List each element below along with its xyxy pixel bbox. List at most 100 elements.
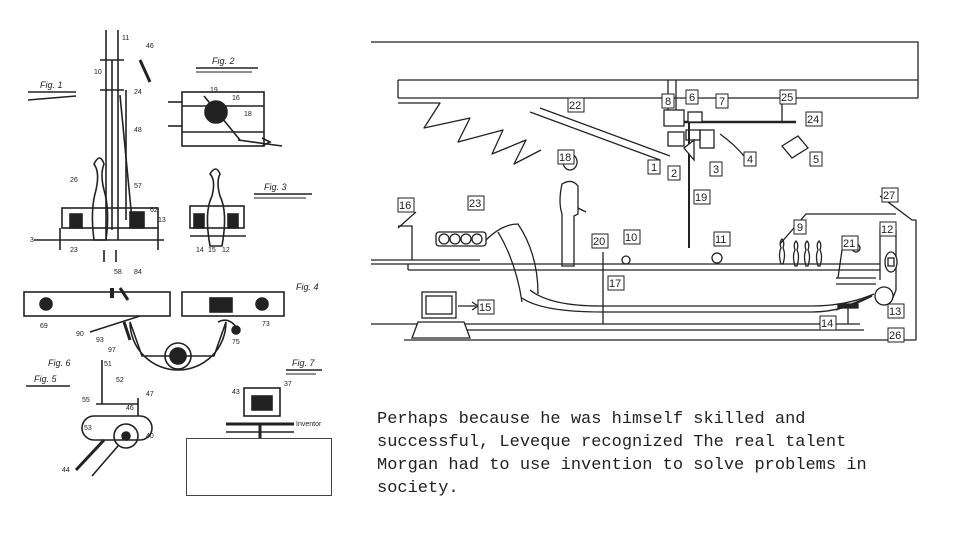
- patent-ref: 97: [108, 347, 116, 354]
- patent-fig-6: [226, 369, 322, 440]
- patent-ref: 51: [104, 361, 112, 368]
- patent-ref: 24: [134, 89, 142, 96]
- callout-26: 26: [887, 327, 905, 343]
- patent-ref: 23: [70, 247, 78, 254]
- patent-ref: 48: [134, 127, 142, 134]
- svg-text:8: 8: [665, 96, 671, 108]
- patent-ref: 62: [150, 207, 158, 214]
- callout-23: 23: [467, 195, 485, 211]
- bowling-lane-diagram: [371, 41, 919, 341]
- callout-3: 3: [709, 161, 723, 177]
- callout-13: 13: [887, 303, 905, 319]
- patent-fig-1: [27, 30, 164, 262]
- svg-text:12: 12: [881, 224, 893, 236]
- svg-text:11: 11: [715, 234, 726, 246]
- fig-label-5: Fig. 5: [34, 374, 58, 384]
- patent-fig-5: [26, 360, 153, 477]
- svg-text:13: 13: [889, 306, 901, 318]
- svg-text:10: 10: [625, 232, 637, 244]
- svg-text:21: 21: [843, 238, 855, 250]
- svg-text:20: 20: [593, 236, 605, 248]
- patent-ref: Inventor: [296, 421, 322, 428]
- patent-ref: 73: [262, 321, 270, 328]
- callout-22: 22: [567, 97, 585, 113]
- patent-ref: 52: [116, 377, 124, 384]
- svg-text:27: 27: [883, 190, 895, 202]
- fig-label-7: Fig. 7: [292, 358, 316, 368]
- patent-ref: 19: [210, 87, 218, 94]
- callout-19: 19: [693, 189, 711, 205]
- callout-14: 14: [819, 315, 837, 331]
- slide-caption: Perhaps because he was himself skilled a…: [377, 410, 867, 498]
- patent-ref: 90: [76, 331, 84, 338]
- callout-11: 11: [713, 231, 731, 247]
- patent-ref: 53: [84, 425, 92, 432]
- patent-fig-4: [23, 287, 285, 371]
- blank-signature-box: [186, 438, 332, 496]
- fig-label-6: Fig. 6: [48, 358, 71, 368]
- patent-ref: 10: [94, 69, 102, 76]
- svg-text:9: 9: [797, 222, 803, 234]
- patent-ref: 26: [70, 177, 78, 184]
- patent-fig-2: [168, 67, 283, 147]
- svg-text:22: 22: [569, 100, 581, 112]
- fig-label-3: Fig. 3: [264, 182, 287, 192]
- patent-ref: 40: [146, 433, 154, 440]
- callout-8: 8: [661, 93, 675, 109]
- patent-ref: 55: [82, 397, 90, 404]
- svg-text:2: 2: [671, 168, 677, 180]
- patent-ref: 69: [40, 323, 48, 330]
- patent-ref: 15: [208, 247, 216, 254]
- patent-ref: 37: [284, 381, 292, 388]
- patent-ref: 75: [232, 339, 240, 346]
- callout-18: 18: [557, 149, 575, 165]
- patent-ref: 14: [196, 247, 204, 254]
- svg-text:7: 7: [719, 96, 725, 108]
- svg-text:6: 6: [689, 92, 695, 104]
- svg-text:14: 14: [821, 318, 833, 330]
- patent-ref: 44: [62, 467, 70, 474]
- svg-text:15: 15: [479, 302, 491, 314]
- patent-ref: 12: [222, 247, 230, 254]
- patent-ref: 43: [232, 389, 240, 396]
- patent-drawing: [23, 30, 322, 477]
- callout-6: 6: [685, 89, 699, 105]
- fig-label-1: Fig. 1: [40, 80, 63, 90]
- svg-text:24: 24: [807, 114, 819, 126]
- patent-ref: 16: [232, 95, 240, 102]
- patent-ref-numbers: 11 46 10 48 24 26 57 62 13 19 16 18 12 1…: [30, 35, 322, 474]
- callout-25: 25: [779, 89, 797, 105]
- callout-24: 24: [805, 111, 823, 127]
- callout-5: 5: [809, 151, 823, 167]
- patent-ref: 3: [30, 237, 34, 244]
- svg-text:5: 5: [813, 154, 819, 166]
- svg-text:19: 19: [695, 192, 707, 204]
- patent-ref: 58: [114, 269, 122, 276]
- patent-ref: 93: [96, 337, 104, 344]
- fig-label-2: Fig. 2: [212, 56, 235, 66]
- patent-fig-3: [189, 168, 312, 247]
- svg-text:1: 1: [651, 162, 657, 174]
- svg-text:26: 26: [889, 330, 901, 342]
- patent-ref: 11: [122, 35, 129, 42]
- svg-text:23: 23: [469, 198, 481, 210]
- patent-ref: 46: [146, 43, 154, 50]
- callout-21: 21: [841, 235, 859, 251]
- svg-text:18: 18: [559, 152, 571, 164]
- patent-figure-labels: Fig. 1 Fig. 2 Fig. 3 Fig. 4 Fig. 5 Fig. …: [34, 56, 319, 384]
- svg-text:16: 16: [399, 200, 411, 212]
- callout-27: 27: [881, 187, 899, 203]
- svg-text:17: 17: [609, 278, 621, 290]
- patent-ref: 47: [146, 391, 154, 398]
- fig-label-4: Fig. 4: [296, 282, 319, 292]
- callout-2: 2: [667, 165, 681, 181]
- patent-ref: 46: [126, 405, 134, 412]
- callout-7: 7: [715, 93, 729, 109]
- callout-9: 9: [793, 219, 807, 235]
- callout-1: 1: [647, 159, 661, 175]
- callout-10: 10: [623, 229, 641, 245]
- patent-ref: 84: [134, 269, 142, 276]
- callout-15: 15: [477, 299, 495, 315]
- patent-ref: 18: [244, 111, 252, 118]
